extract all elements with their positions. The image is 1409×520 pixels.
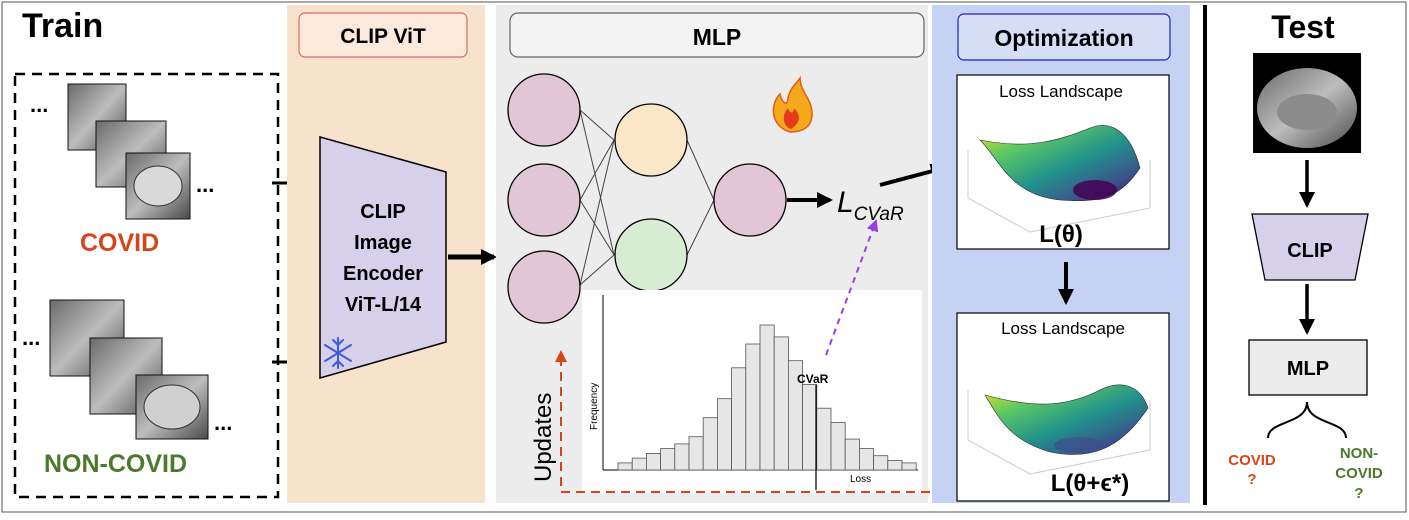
test-clip-label: CLIP (1287, 240, 1333, 262)
input-neuron-1 (507, 73, 581, 147)
histogram-bar (731, 367, 747, 471)
mlp-header-box (509, 12, 925, 58)
histogram-bar (660, 448, 676, 471)
encoder-line-3: Encoder (343, 263, 423, 285)
covid-class-label: COVID (80, 229, 159, 257)
encoder-line-4: ViT-L/14 (345, 294, 422, 316)
noncovid-class-label: NON-COVID (44, 450, 187, 478)
input-neuron-2 (507, 163, 581, 237)
network-edges (579, 109, 715, 286)
histogram-bar (688, 436, 704, 471)
test-title: Test (1271, 9, 1335, 45)
histogram-bar (844, 438, 860, 471)
hidden-neuron-2 (614, 218, 688, 292)
input-neuron-3 (507, 250, 581, 324)
histogram-bar (802, 383, 818, 471)
histogram-bar (759, 324, 775, 471)
train-dataset-box (13, 72, 280, 499)
ellipsis-noncovid-right: ... (214, 410, 232, 435)
histogram-bar (830, 422, 846, 471)
histogram-bars (617, 324, 917, 471)
test-noncovid-label-1: NON- (1340, 445, 1378, 462)
train-title: Train (22, 7, 103, 45)
encoder-line-1: CLIP (360, 201, 406, 223)
covid-ct-stack: ... ... (30, 83, 214, 220)
test-ct-image (1253, 53, 1361, 153)
ellipsis-covid-right: ... (196, 172, 214, 197)
encoder-line-2: Image (354, 232, 412, 254)
loss-surface-2 (967, 384, 1151, 475)
histogram-bar (646, 452, 662, 471)
loss-surface-1 (967, 125, 1151, 233)
ellipsis-covid-top: ... (30, 92, 48, 117)
test-mlp-block (1248, 339, 1368, 396)
histogram-ylabel: Frequency (589, 383, 600, 430)
histogram-bar (745, 343, 761, 471)
landscape-1-title: Loss Landscape (999, 82, 1123, 101)
histogram-bar (859, 448, 875, 471)
histogram-bar (773, 336, 789, 471)
histogram-bar (631, 457, 647, 471)
test-covid-label: COVID (1228, 452, 1276, 469)
test-clip-block (1251, 213, 1369, 281)
histogram-bar (674, 443, 690, 471)
test-mlp-label: MLP (1287, 358, 1329, 380)
clip-vit-header-box (298, 12, 468, 58)
cvar-threshold-label: CVaR (797, 372, 829, 386)
optimization-header-box (957, 13, 1171, 61)
optimization-header: Optimization (994, 25, 1133, 51)
cvar-to-loss-arrow (825, 219, 879, 356)
noncovid-ct-stack: ... ... (22, 299, 232, 440)
histogram-bar (702, 417, 718, 471)
test-output-brace (1267, 401, 1347, 439)
test-noncovid-label-2: COVID (1335, 465, 1383, 482)
test-noncovid-question: ? (1354, 485, 1363, 502)
histogram-bar (887, 460, 903, 471)
histogram-bar (873, 455, 889, 471)
clip-vit-header: CLIP ViT (340, 25, 426, 48)
fire-icon (772, 75, 813, 133)
output-neuron (713, 163, 787, 237)
ellipsis-noncovid-left: ... (22, 325, 40, 350)
clip-image-encoder (319, 136, 447, 379)
landscape-2-title: Loss Landscape (1001, 319, 1125, 338)
histogram-bar (901, 462, 917, 471)
updates-label: Updates (530, 393, 557, 482)
histogram-xlabel: Loss (850, 474, 871, 485)
histogram-bar (617, 462, 633, 471)
landscape-2-caption: L(θ+ϵ*) (1051, 470, 1129, 497)
hidden-neuron-1 (614, 103, 688, 177)
histogram-bar (816, 407, 832, 471)
test-covid-question: ? (1247, 471, 1256, 488)
snowflake-icon (324, 337, 352, 369)
histogram-bar (717, 398, 733, 471)
mlp-header: MLP (693, 24, 742, 50)
landscape-1-caption: L(θ) (1039, 221, 1083, 248)
loss-cvar-symbol: LCVaR (837, 186, 904, 225)
